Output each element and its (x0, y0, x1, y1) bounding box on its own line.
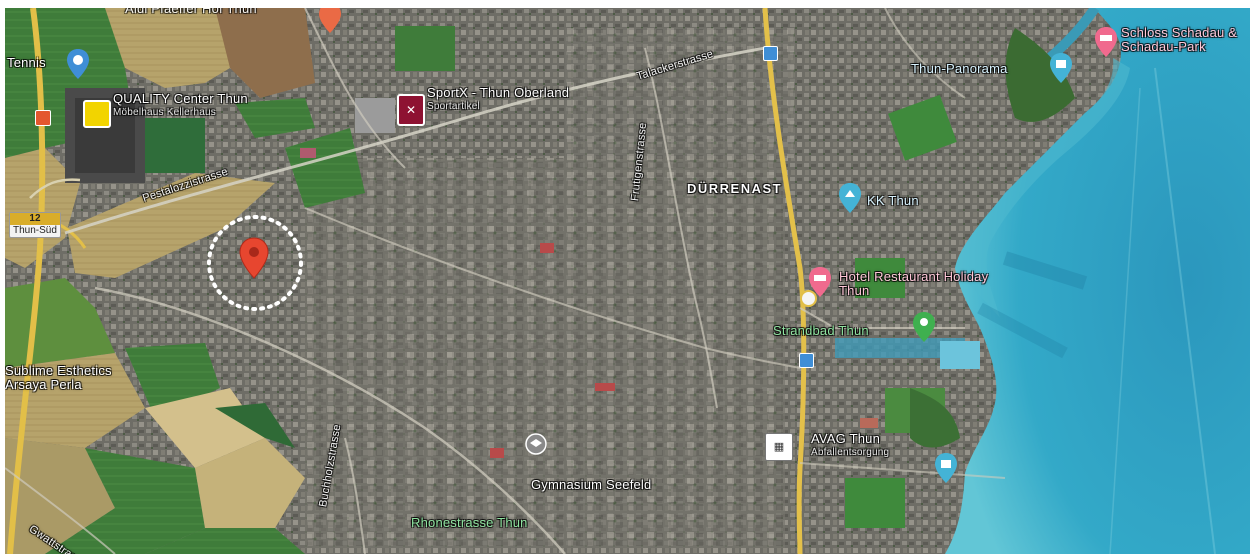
strandbad-label[interactable]: Strandbad Thun (773, 323, 869, 338)
park-icon[interactable] (911, 311, 937, 343)
tennis-label: Tennis (7, 55, 46, 70)
highway-exit-icon (800, 290, 817, 307)
highway-number: 12 (10, 213, 60, 225)
sublime-label[interactable]: Sublime Esthetics Arsaya Perla (5, 363, 112, 392)
sportx-name: SportX - Thun Oberland (427, 85, 570, 100)
avag-name: AVAG Thun (811, 431, 881, 446)
location-pin-icon[interactable] (317, 8, 343, 34)
sport-icon[interactable]: ✕ (397, 94, 425, 126)
museum-icon[interactable] (933, 452, 959, 484)
quality-center-sub: Möbelhaus Kellerhaus (113, 107, 216, 118)
highway-exit-icon (35, 110, 51, 126)
sport-icon[interactable] (65, 48, 91, 80)
train-icon[interactable] (763, 46, 778, 61)
recycling-icon[interactable]: ▦ (765, 433, 793, 461)
quality-center-name: QUALITY Center Thun (113, 91, 248, 106)
highway-exit-name: Thun-Süd (13, 225, 57, 236)
avag-sub: Abfallentsorgung (811, 447, 890, 458)
avag-label[interactable]: AVAG Thun Abfallentsorgung (811, 432, 889, 460)
top-cut-label: Aldi Pfaeffer Hof Thun (125, 8, 257, 16)
map-view[interactable]: ✕ ▦ 12 Thun-Süd Aldi Pfaeffer Hof Thun T… (5, 8, 1250, 554)
hotel-label[interactable]: Hotel Restaurant Holiday Thun (839, 269, 989, 298)
thun-panorama-label[interactable]: Thun-Panorama (911, 61, 1008, 76)
gymnasium-label[interactable]: Gymnasium Seefeld (531, 477, 652, 492)
location-pin-icon[interactable] (238, 236, 270, 280)
sportx-sub: Sportartikel (427, 101, 480, 112)
museum-icon[interactable] (837, 182, 863, 214)
sportx-label[interactable]: SportX - Thun Oberland Sportartikel (427, 86, 569, 114)
train-icon[interactable] (799, 353, 814, 368)
museum-icon[interactable] (1048, 52, 1074, 84)
hotel-icon[interactable] (1093, 26, 1119, 58)
schloss-label[interactable]: Schloss Schadau & Schadau-Park (1121, 25, 1238, 54)
shopping-icon[interactable] (83, 100, 111, 128)
district-label: DÜRRENAST (687, 181, 783, 196)
satellite-imagery (5, 8, 1250, 554)
quality-center-label[interactable]: QUALITY Center Thun Möbelhaus Kellerhaus (113, 92, 248, 120)
kk-thun-label[interactable]: KK Thun (867, 193, 919, 208)
rhone-label[interactable]: Rhonestrasse Thun (411, 515, 528, 530)
target-circle-icon (207, 215, 303, 311)
highway-shield: 12 Thun-Süd (9, 212, 61, 238)
school-icon[interactable] (525, 433, 547, 455)
hotel-icon[interactable] (807, 266, 833, 298)
